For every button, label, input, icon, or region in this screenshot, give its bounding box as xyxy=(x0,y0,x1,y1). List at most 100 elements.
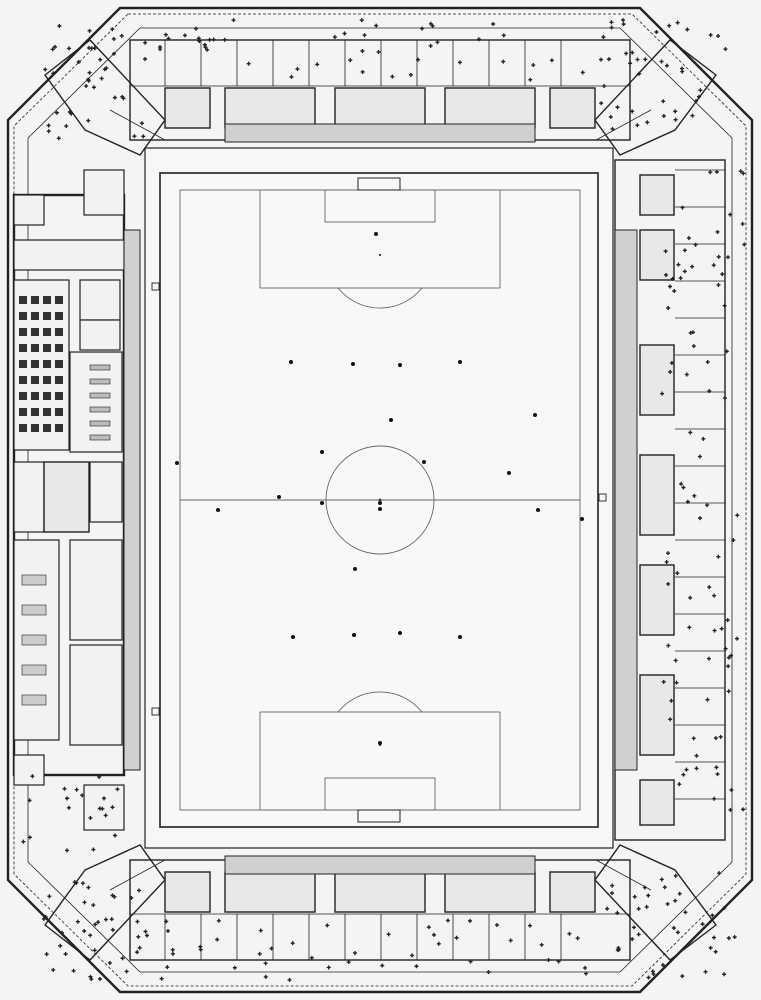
desk xyxy=(89,434,111,441)
tree xyxy=(728,807,733,812)
seat xyxy=(43,392,51,400)
tree xyxy=(346,960,351,965)
tree xyxy=(712,628,717,633)
tree xyxy=(216,918,221,923)
tree xyxy=(643,57,648,62)
tree xyxy=(43,67,48,72)
tree xyxy=(457,60,462,65)
seat xyxy=(43,312,51,320)
seat xyxy=(31,408,39,416)
tree xyxy=(165,928,170,933)
seat xyxy=(31,328,39,336)
tree xyxy=(693,242,698,247)
tree xyxy=(51,71,56,76)
auditorium-seats xyxy=(19,296,63,432)
tree xyxy=(605,906,610,911)
seat xyxy=(19,328,27,336)
tree xyxy=(636,906,641,911)
tree xyxy=(87,70,92,75)
tree xyxy=(650,969,655,974)
tree xyxy=(232,965,237,970)
player xyxy=(398,363,402,367)
tree xyxy=(666,305,671,310)
seat xyxy=(55,312,63,320)
tree xyxy=(637,71,642,76)
tree xyxy=(715,772,720,777)
tree xyxy=(374,23,379,28)
tree xyxy=(602,84,607,89)
tree xyxy=(674,680,679,685)
tree xyxy=(110,805,115,810)
tree xyxy=(58,943,63,948)
tree xyxy=(390,74,395,79)
tree xyxy=(610,883,615,888)
seat xyxy=(19,312,27,320)
tree xyxy=(690,264,695,269)
tree xyxy=(665,901,670,906)
tree xyxy=(143,40,148,45)
tree xyxy=(76,60,81,65)
tree xyxy=(621,18,626,23)
tree xyxy=(675,20,680,25)
tree xyxy=(644,904,649,909)
tree xyxy=(680,69,685,74)
tree xyxy=(359,18,364,23)
tree xyxy=(712,593,717,598)
tree xyxy=(583,965,588,970)
tree xyxy=(103,917,108,922)
tree xyxy=(673,898,678,903)
tree xyxy=(120,94,125,99)
player xyxy=(378,501,382,505)
tree xyxy=(680,974,685,979)
tree xyxy=(546,957,551,962)
tree xyxy=(708,33,713,38)
tree xyxy=(717,871,722,876)
tree xyxy=(207,37,212,42)
tree xyxy=(700,922,705,927)
tree xyxy=(46,129,51,134)
tree xyxy=(163,32,168,37)
tree xyxy=(722,396,727,401)
tree xyxy=(103,813,108,818)
tree xyxy=(86,885,91,890)
tree xyxy=(193,26,198,31)
player xyxy=(352,633,356,637)
tree xyxy=(113,833,118,838)
tree xyxy=(701,436,706,441)
tree xyxy=(675,930,680,935)
tree xyxy=(410,953,415,958)
east-room xyxy=(639,564,675,636)
tree xyxy=(707,389,712,394)
tree xyxy=(101,796,106,801)
tree xyxy=(67,109,72,114)
player xyxy=(398,631,402,635)
tree xyxy=(91,903,96,908)
seat xyxy=(43,344,51,352)
seat xyxy=(19,376,27,384)
tree xyxy=(107,960,112,965)
tree xyxy=(528,923,533,928)
player xyxy=(216,508,220,512)
tree xyxy=(60,930,65,935)
tree xyxy=(215,937,220,942)
tree xyxy=(50,47,55,52)
tree xyxy=(688,595,693,600)
tree xyxy=(630,50,635,55)
tree xyxy=(74,880,79,885)
seat xyxy=(55,424,63,432)
tree xyxy=(71,968,76,973)
tree xyxy=(713,736,718,741)
desk xyxy=(89,378,111,385)
tree xyxy=(646,893,651,898)
tree xyxy=(486,970,491,975)
player xyxy=(458,360,462,364)
tree xyxy=(684,372,689,377)
tree xyxy=(428,21,433,26)
tree xyxy=(679,481,684,486)
seat xyxy=(31,344,39,352)
east-stand xyxy=(614,159,726,841)
tree xyxy=(91,85,96,90)
tree xyxy=(615,910,620,915)
tree xyxy=(87,28,92,33)
tree xyxy=(731,538,736,543)
